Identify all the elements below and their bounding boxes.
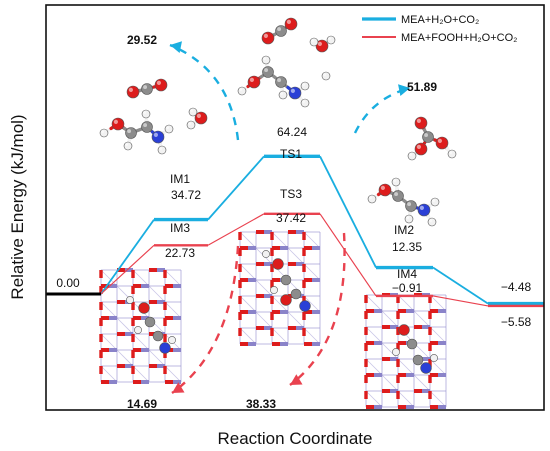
- y-axis-title: Relative Energy (kJ/mol): [8, 114, 27, 299]
- state-value-start: 0.00: [56, 276, 80, 290]
- framework-illustrations: [99, 230, 447, 409]
- connector-0-1: [100, 219, 155, 295]
- state-label-1-3: IM4: [397, 267, 417, 281]
- barrier-value-3: 38.33: [246, 397, 276, 411]
- h2o-left: [186, 107, 208, 130]
- state-value-1-2: 37.42: [276, 211, 306, 225]
- legend-label-mea-fooh: MEA+FOOH+H₂O+CO₂: [401, 32, 517, 44]
- barrier-arrow-3: [289, 232, 346, 386]
- mea-top: [237, 55, 310, 108]
- connector-0-2: [207, 155, 265, 221]
- barrier-value-2: 14.69: [127, 397, 157, 411]
- state-label-1-1: IM3: [170, 221, 190, 235]
- state-value-0-2: 64.24: [277, 125, 307, 139]
- state-label-0-2: TS1: [280, 147, 302, 161]
- barrier-arrow-head-0: [170, 41, 182, 54]
- legend: MEA+H₂O+CO₂ MEA+FOOH+H₂O+CO₂: [362, 14, 517, 44]
- state-value-1-4: −5.58: [501, 315, 532, 329]
- h-atom-top: [321, 71, 331, 81]
- connector-1-2: [207, 213, 265, 246]
- molecule-illustrations: [99, 17, 457, 227]
- state-value-0-1: 34.72: [171, 188, 201, 202]
- connector-0-4: [432, 266, 489, 305]
- state-value-1-1: 22.73: [165, 246, 195, 260]
- acid-right: [407, 116, 457, 161]
- barrier-value-0: 29.52: [127, 33, 157, 47]
- h2o-top: [309, 35, 336, 53]
- connector-1-4: [432, 295, 489, 307]
- state-label-1-2: TS3: [280, 187, 302, 201]
- co2-left: [126, 78, 168, 99]
- plot-frame: [45, 4, 545, 411]
- barrier-arrow-head-2: [172, 382, 185, 393]
- connector-0-3: [319, 155, 377, 268]
- co2-top: [261, 17, 298, 45]
- barrier-arrows: 29.52 51.89 14.69 38.33: [127, 33, 437, 411]
- barrier-arrow-0: [169, 43, 240, 141]
- connector-1-3: [319, 213, 377, 297]
- mea-left: [99, 109, 174, 155]
- barrier-arrow-2: [171, 245, 240, 394]
- state-value-1-3: −0.91: [392, 281, 423, 295]
- barrier-arrow-head-1: [398, 84, 410, 97]
- framework-im3: [99, 268, 182, 384]
- state-label-0-3: IM2: [394, 223, 414, 237]
- barrier-arrow-head-3: [290, 374, 303, 385]
- legend-label-mea: MEA+H₂O+CO₂: [401, 14, 479, 26]
- framework-im4: [364, 293, 447, 409]
- connector-1-1: [100, 244, 155, 295]
- x-axis-title: Reaction Coordinate: [218, 429, 373, 448]
- state-label-0-1: IM1: [170, 172, 190, 186]
- mea-right: [367, 177, 440, 227]
- barrier-value-1: 51.89: [407, 80, 437, 94]
- state-value-0-3: 12.35: [392, 240, 422, 254]
- state-value-0-4: −4.48: [501, 280, 532, 294]
- framework-ts3: [238, 230, 321, 346]
